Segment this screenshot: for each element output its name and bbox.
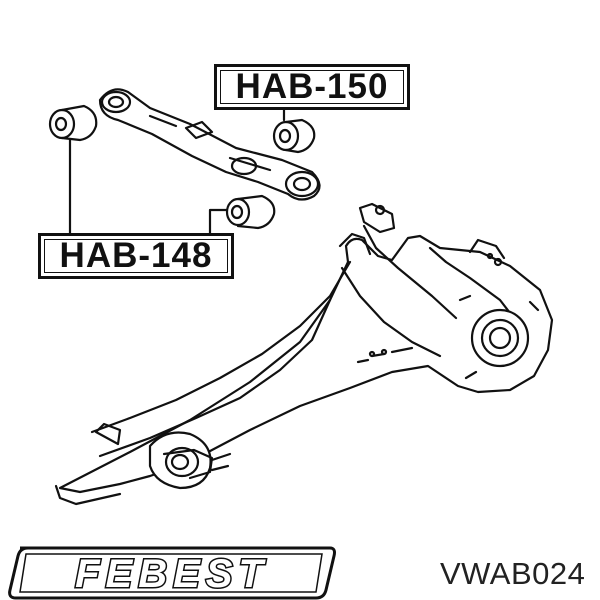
label-hab-148-text: HAB-148: [59, 236, 213, 275]
brand-logo-text: FEBEST: [75, 552, 269, 596]
label-hab-148: HAB-148: [38, 233, 234, 279]
label-hab-150: HAB-150: [214, 64, 410, 110]
trailing-arm: [54, 202, 554, 506]
bushing-hab-150: [272, 118, 316, 154]
bushing-hab-148: [225, 194, 276, 230]
leader-line-148-right: [208, 208, 228, 240]
label-hab-150-text: HAB-150: [235, 67, 389, 106]
control-arm: [98, 88, 321, 201]
part-number: VWAB024: [440, 556, 586, 591]
bushing-left-top: [48, 104, 98, 142]
brand-logo: FEBEST: [8, 546, 336, 600]
